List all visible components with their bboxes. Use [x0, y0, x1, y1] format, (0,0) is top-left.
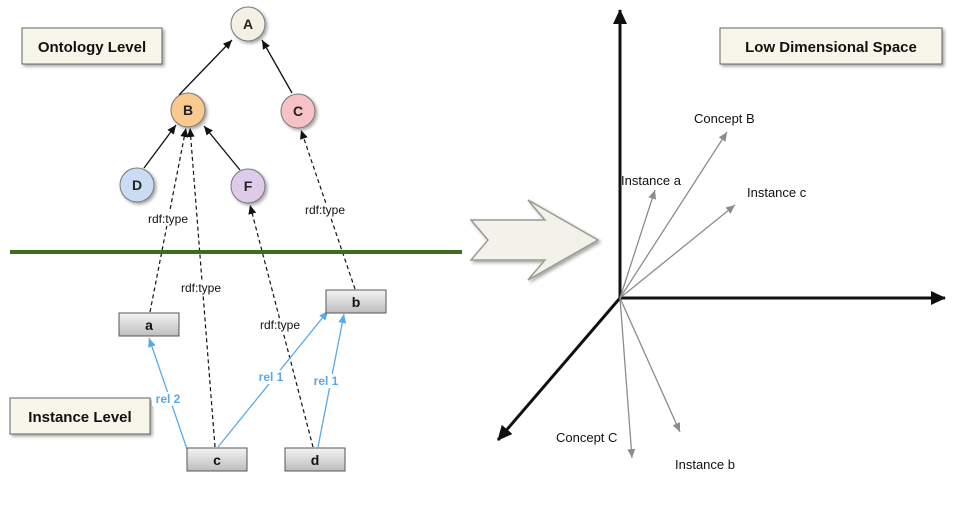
concept-node-f: F — [230, 168, 266, 204]
vector-label-concept-b: Concept B — [694, 111, 755, 126]
vector-concept-c — [619, 297, 636, 459]
subclass-edges — [143, 39, 293, 171]
instance-node-c: c — [186, 447, 248, 472]
instance-node-d: d — [284, 447, 346, 472]
svg-text:A: A — [243, 16, 253, 32]
svg-text:F: F — [244, 178, 253, 194]
low-dimensional-space-title: Low Dimensional Space — [745, 39, 917, 56]
edge-d-to-b — [143, 124, 177, 169]
instance-level-box: Instance Level — [9, 397, 151, 435]
svg-text:C: C — [293, 103, 303, 119]
rel-label: rel 1 — [259, 370, 284, 384]
vector-labels: Concept B Instance a Instance c Concept … — [556, 111, 807, 472]
svg-text:B: B — [183, 102, 193, 118]
coordinate-axes — [496, 9, 946, 441]
ontology-level-title: Ontology Level — [38, 39, 146, 56]
svg-text:a: a — [145, 317, 153, 333]
vector-instance-a — [619, 189, 657, 299]
svg-text:D: D — [132, 177, 142, 193]
instance-node-a: a — [118, 312, 180, 337]
rdf-type-label: rdf:type — [305, 203, 345, 217]
concept-node-a: A — [230, 6, 266, 42]
vector-instance-b — [619, 297, 681, 433]
vector-label-instance-c: Instance c — [747, 185, 807, 200]
edge-c-to-a — [261, 39, 293, 94]
vector-instance-c — [619, 204, 736, 299]
concept-node-c: C — [280, 93, 316, 129]
instance-level-title: Instance Level — [28, 409, 131, 426]
rdf-type-label: rdf:type — [260, 318, 300, 332]
rdf-type-label: rdf:type — [148, 212, 188, 226]
relation-labels: rel 2 rel 1 rel 1 — [152, 370, 342, 406]
svg-text:c: c — [213, 452, 221, 468]
edge-f-to-b — [203, 125, 241, 171]
svg-text:b: b — [352, 294, 361, 310]
edge-b-to-a — [178, 39, 233, 96]
vector-label-instance-b: Instance b — [675, 457, 735, 472]
vector-label-instance-a: Instance a — [621, 173, 682, 188]
rdf-type-labels: rdf:type rdf:type rdf:type rdf:type — [143, 203, 350, 332]
ontology-level-box: Ontology Level — [21, 27, 163, 65]
rel-label: rel 2 — [156, 392, 181, 406]
low-dimensional-space-box: Low Dimensional Space — [719, 27, 943, 65]
transform-arrow-icon — [469, 199, 600, 281]
vector-concept-b — [619, 131, 728, 299]
z-axis — [496, 297, 622, 441]
concept-node-b: B — [170, 92, 206, 128]
svg-text:d: d — [311, 452, 320, 468]
type-edge-c-to-b — [186, 127, 216, 448]
embedding-vectors — [619, 131, 736, 459]
rdf-type-label: rdf:type — [181, 281, 221, 295]
rel-label: rel 1 — [314, 374, 339, 388]
concept-node-d: D — [119, 167, 155, 203]
instance-node-b: b — [325, 289, 387, 314]
vector-label-concept-c: Concept C — [556, 430, 617, 445]
